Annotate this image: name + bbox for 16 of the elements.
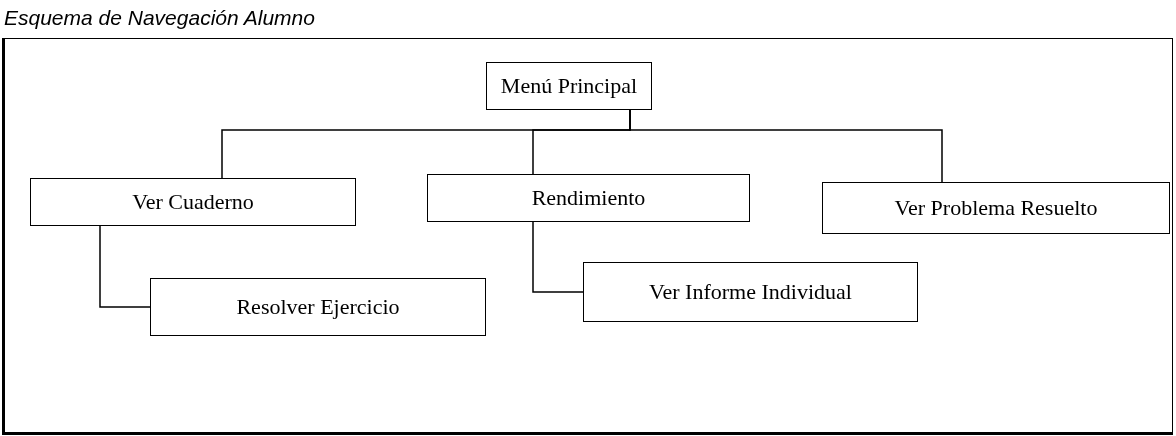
- menu-box: [486, 62, 652, 110]
- box-label: Menú Principal: [500, 73, 638, 99]
- box-label: Ver Cuaderno: [132, 189, 254, 215]
- menu-box: [150, 278, 486, 336]
- connector-line: [99, 225, 151, 308]
- connector-line: [532, 221, 584, 293]
- box-label: Ver Informe Individual: [649, 279, 852, 305]
- connector-line: [629, 109, 943, 183]
- box-label: Ver Problema Resuelto: [894, 195, 1098, 221]
- box-label: Resolver Ejercicio: [236, 294, 400, 320]
- box-label: Rendimiento: [531, 185, 646, 211]
- menu-box: [30, 178, 356, 226]
- diagram-title: Esquema de Navegación Alumno: [4, 6, 315, 30]
- menu-box: [822, 182, 1170, 234]
- menu-box: [583, 262, 918, 322]
- menu-box: [427, 174, 750, 222]
